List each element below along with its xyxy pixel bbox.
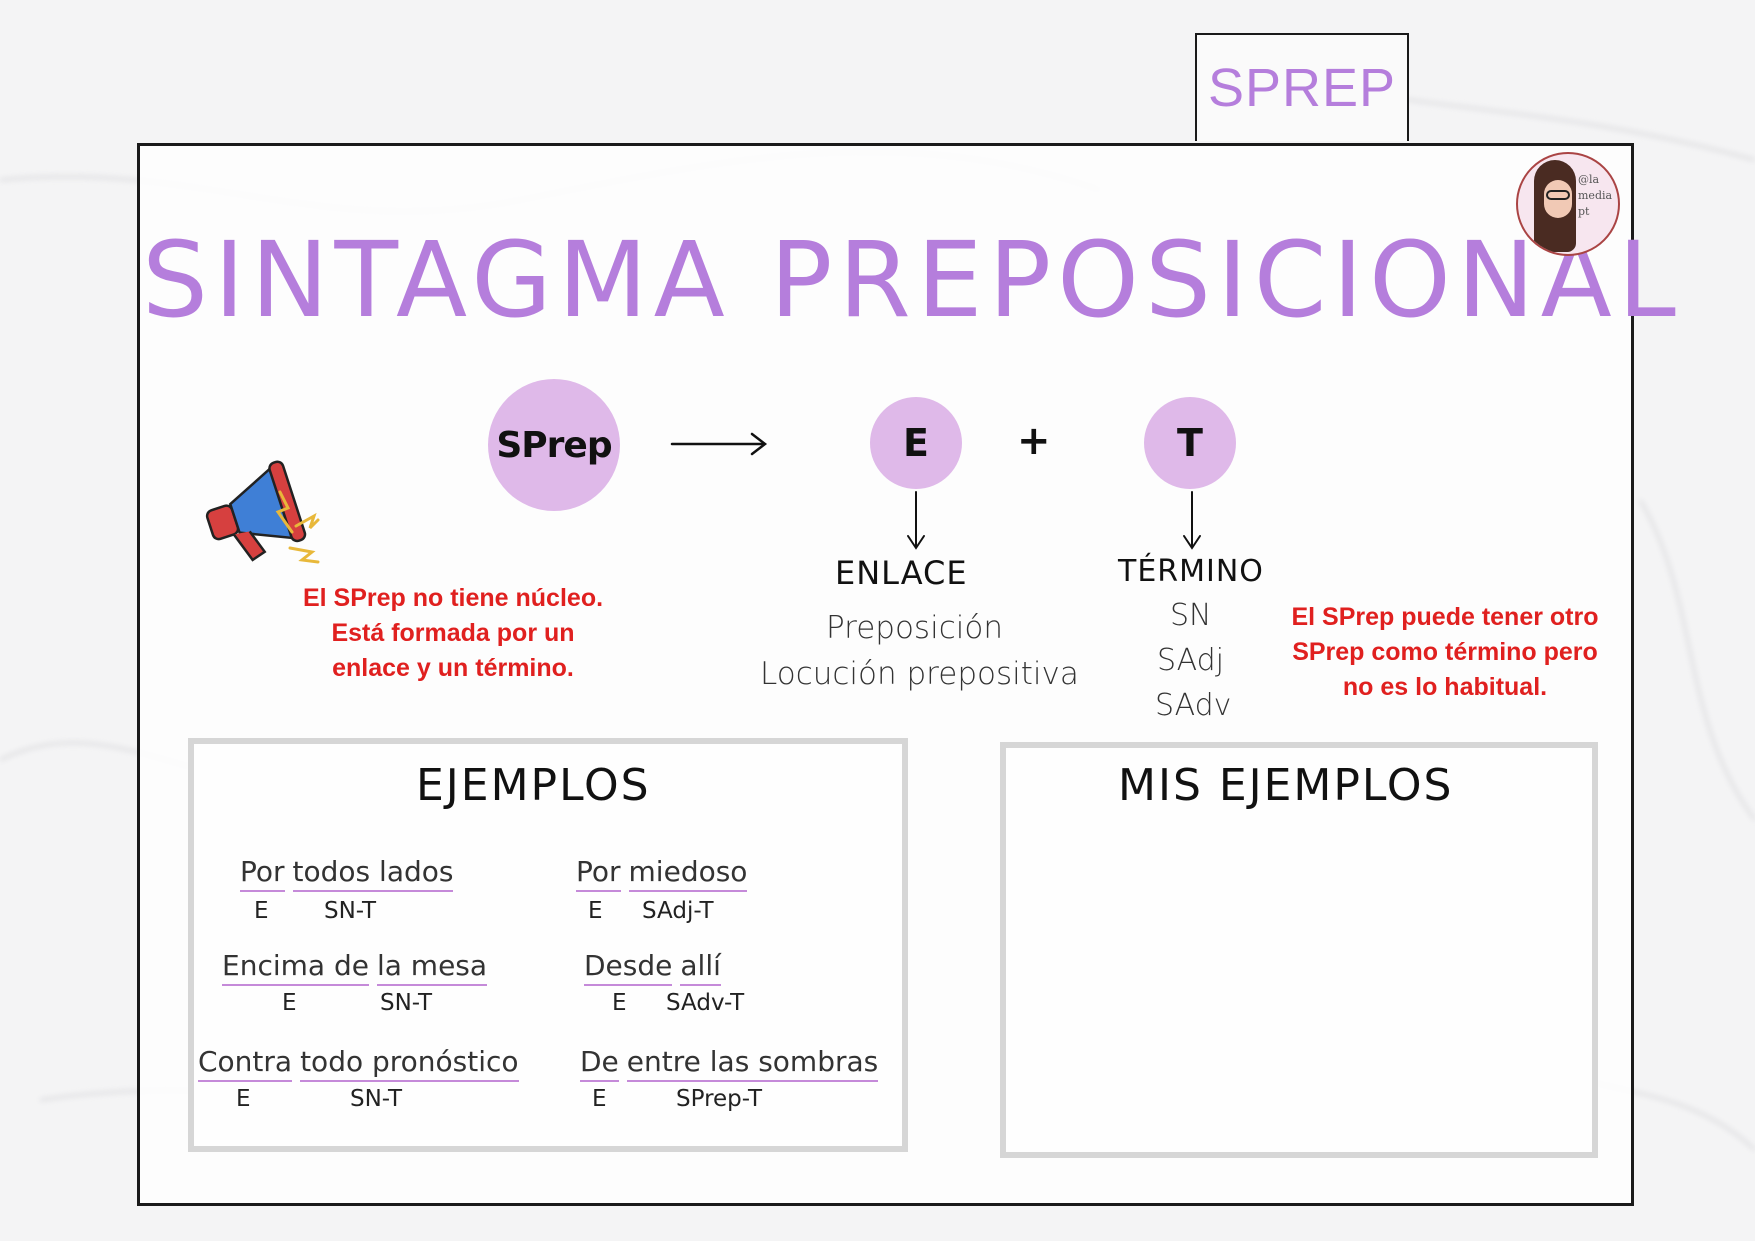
- example-label: SN-T: [324, 898, 377, 924]
- note-right: El SPrep puede tener otro SPrep como tér…: [1291, 603, 1599, 701]
- page-title: SINTAGMA PREPOSICIONAL: [142, 219, 1682, 341]
- enlace-circle: E: [870, 397, 962, 489]
- sprep-circle: SPrep: [488, 379, 620, 511]
- mis-ejemplos-title: MIS EJEMPLOS: [1118, 760, 1454, 811]
- example-label: E: [236, 1086, 251, 1112]
- example-label: E: [592, 1086, 607, 1112]
- plus-sign: +: [1017, 418, 1051, 464]
- enlace-heading: ENLACE: [835, 554, 968, 592]
- example-label: SN-T: [380, 990, 433, 1016]
- termino-heading: TÉRMINO: [1118, 554, 1264, 589]
- example-label: SN-T: [350, 1086, 403, 1112]
- example-label: SPrep-T: [676, 1086, 763, 1112]
- termino-item: SN: [1170, 598, 1212, 633]
- ejemplos-title: EJEMPLOS: [416, 760, 651, 811]
- section-tab: SPREP: [1195, 33, 1409, 141]
- example-label: E: [612, 990, 627, 1016]
- mis-ejemplos-box[interactable]: [1000, 742, 1598, 1158]
- example-label: SAdv-T: [666, 990, 745, 1016]
- termino-item: SAdv: [1155, 688, 1232, 723]
- example-label: E: [588, 898, 603, 924]
- example-label: SAdj-T: [642, 898, 714, 924]
- enlace-item: Preposición: [826, 610, 1003, 646]
- termino-item: SAdj: [1157, 643, 1224, 678]
- example-label: E: [254, 898, 269, 924]
- note-left: El SPrep no tiene núcleo. Está formada p…: [302, 584, 604, 682]
- example-label: E: [282, 990, 297, 1016]
- avatar: @la media pt: [1516, 152, 1620, 256]
- termino-circle: T: [1144, 397, 1236, 489]
- enlace-item: Locución prepositiva: [760, 656, 1079, 692]
- ejemplos-box: [188, 738, 908, 1152]
- avatar-handle: @la media pt: [1578, 173, 1613, 218]
